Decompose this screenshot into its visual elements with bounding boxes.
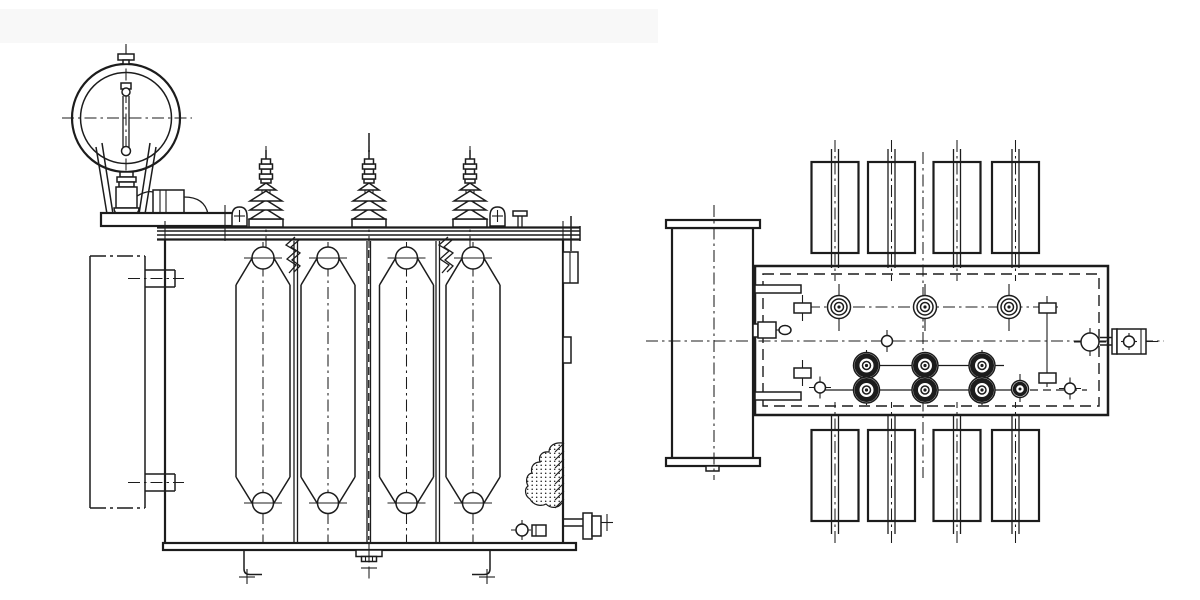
sampling-valve [511, 520, 547, 540]
hatched-patch [524, 442, 565, 509]
filler-cap [512, 210, 528, 227]
conservator-valve [113, 171, 140, 218]
hv-bushing-front-2 [351, 145, 387, 253]
lv-bushing-plan-1 [854, 353, 880, 379]
hv-bushing-front-3 [452, 145, 488, 253]
radiator-bank-top-1 [810, 138, 860, 283]
lifting-lug-lower [562, 336, 572, 364]
scan-artifact-band [0, 9, 658, 43]
radiator-bank-top-3 [932, 138, 982, 283]
lifting-lug-upper [562, 251, 579, 284]
lv-bushing-plan-3 [969, 353, 995, 379]
butterfly-valve-handle [752, 321, 792, 339]
pipe-stub-upper [128, 269, 184, 288]
center-mark-3 [1058, 376, 1082, 401]
conservator-flange-bottom [664, 456, 762, 468]
panel-separator-1 [293, 241, 299, 543]
conservator-top-cap [117, 44, 135, 65]
wall-strap-left [284, 236, 302, 274]
conservator-tab [705, 465, 720, 472]
skid-bracket-left [239, 550, 262, 584]
tie-rod-right [1038, 296, 1057, 387]
radiator-panel-3 [378, 241, 435, 543]
conservator-flange-top [664, 218, 762, 230]
tank-front [163, 240, 565, 543]
front-elevation-view [62, 44, 613, 584]
radiator-bank-bottom-3 [932, 400, 982, 545]
conservator-body [670, 226, 755, 460]
wall-strap-right [437, 236, 455, 274]
radiator-bank-top-4 [990, 138, 1041, 283]
side-bar-lower [754, 391, 802, 401]
hv-bushing-plan-3 [996, 283, 1022, 332]
side-radiator [89, 255, 184, 509]
skid-bracket-right [472, 550, 495, 584]
radiator-panel-2 [300, 241, 356, 543]
lifting-dome-left [231, 206, 248, 227]
radiator-panel-1 [235, 241, 291, 543]
conservator-mounting-plate [99, 211, 235, 228]
lifting-dome-right [489, 206, 506, 227]
conservator-plan [664, 205, 762, 480]
lv-bushing-plan-5 [912, 377, 938, 403]
hv-bushing-plan-1 [826, 283, 852, 332]
lv-bushing-plan-6 [969, 377, 995, 403]
radiator-bank-top-2 [866, 138, 917, 283]
gas-relay-box [136, 189, 209, 215]
panel-separator-center [366, 241, 372, 543]
lv-bushing-small [1010, 379, 1030, 399]
pipe-stub-lower [128, 473, 184, 492]
center-mark-2 [808, 375, 832, 400]
conservator-inner-shell [79, 71, 173, 165]
side-bar-upper [754, 284, 802, 294]
conservator-legs [95, 142, 157, 215]
edge-hatching [554, 442, 565, 509]
hv-bushing-plan-2 [912, 283, 938, 332]
radiator-panel-4 [445, 241, 501, 543]
center-mark-1 [875, 329, 899, 353]
flanged-drain-assembly [1100, 328, 1162, 355]
bottom-drain [355, 544, 383, 582]
clamp-left-lower [793, 360, 812, 386]
hv-bushing-front-1 [248, 145, 284, 253]
wall-valve-circle [1074, 328, 1106, 356]
radiator-bank-bottom-4 [990, 400, 1041, 545]
clamp-left-upper [793, 295, 812, 321]
radiator-bank-bottom-2 [866, 400, 917, 545]
plan-view [646, 138, 1164, 545]
oil-level-gauge [120, 82, 132, 157]
flanged-valve [563, 512, 613, 540]
conservator-end-view [62, 44, 235, 228]
lv-bushing-plan-4 [854, 377, 880, 403]
clamp-right-lower [1038, 372, 1057, 384]
panel-separator-3 [435, 241, 441, 543]
clamp-right-upper [1038, 302, 1057, 314]
lv-bushing-plan-2 [912, 353, 938, 379]
radiator-bank-bottom-1 [810, 400, 860, 545]
